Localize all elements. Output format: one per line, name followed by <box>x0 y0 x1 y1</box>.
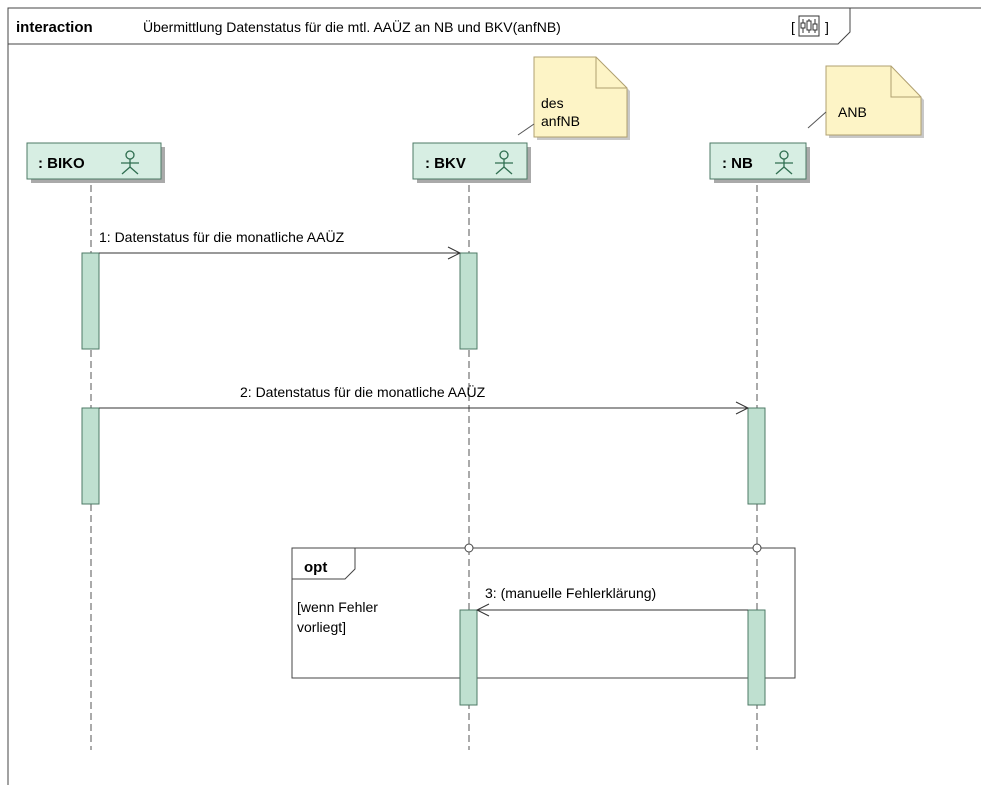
interaction-frame: interaction Übermittlung Datenstatus für… <box>7 7 981 785</box>
activation-bar-biko-2[interactable] <box>81 407 100 505</box>
opt-operator: opt <box>304 559 327 576</box>
frame-bracket-open: [ <box>791 19 795 35</box>
frame-keyword: interaction <box>16 19 93 36</box>
note-des-anfnb[interactable]: des anfNB <box>533 56 630 140</box>
lifeline-bkv[interactable]: : BKV <box>412 142 531 183</box>
activation-bar-biko-1[interactable] <box>81 252 100 350</box>
activation-bar-bkv-2[interactable] <box>459 609 478 706</box>
message-1-label: 1: Datenstatus für die monatliche AAÜZ <box>99 228 345 245</box>
note-bkv-line-1: des <box>541 95 564 111</box>
note-bkv-line-2: anfNB <box>541 113 580 129</box>
message-1[interactable]: 1: Datenstatus für die monatliche AAÜZ <box>99 228 462 260</box>
lifeline-nb[interactable]: : NB <box>709 142 810 183</box>
activation-bar-bkv-1[interactable] <box>459 252 478 350</box>
note-nb-line-1: ANB <box>838 104 867 120</box>
activation-bar-nb-1[interactable] <box>747 407 766 505</box>
opt-fragment[interactable]: opt [wenn Fehler vorliegt] <box>291 543 796 679</box>
opt-guard-line-2: vorliegt] <box>297 619 346 635</box>
note-bkv-anchor <box>517 123 535 136</box>
lifeline-bkv-name: : BKV <box>425 155 466 172</box>
actor-icon <box>775 150 793 175</box>
diagram-overview-icon[interactable] <box>798 15 820 37</box>
note-anb[interactable]: ANB <box>825 65 924 138</box>
message-3-label: 3: (manuelle Fehlerklärung) <box>485 585 656 601</box>
message-2-label: 2: Datenstatus für die monatliche AAÜZ <box>240 383 486 400</box>
actor-icon <box>121 150 139 175</box>
activation-bar-nb-2[interactable] <box>747 609 766 706</box>
fragment-coverage-marker <box>752 543 762 553</box>
opt-guard-line-1: [wenn Fehler <box>297 599 378 615</box>
message-3[interactable]: 3: (manuelle Fehlerklärung) <box>475 585 748 617</box>
note-nb-anchor <box>807 111 827 129</box>
fragment-coverage-marker <box>464 543 474 553</box>
lifeline-nb-name: : NB <box>722 155 753 172</box>
frame-title: Übermittlung Datenstatus für die mtl. AA… <box>143 18 561 35</box>
frame-bracket-close: ] <box>825 19 829 35</box>
lifeline-biko-name: : BIKO <box>38 155 85 172</box>
lifeline-biko[interactable]: : BIKO <box>26 142 165 183</box>
actor-icon <box>495 150 513 175</box>
message-2[interactable]: 2: Datenstatus für die monatliche AAÜZ <box>99 383 750 415</box>
